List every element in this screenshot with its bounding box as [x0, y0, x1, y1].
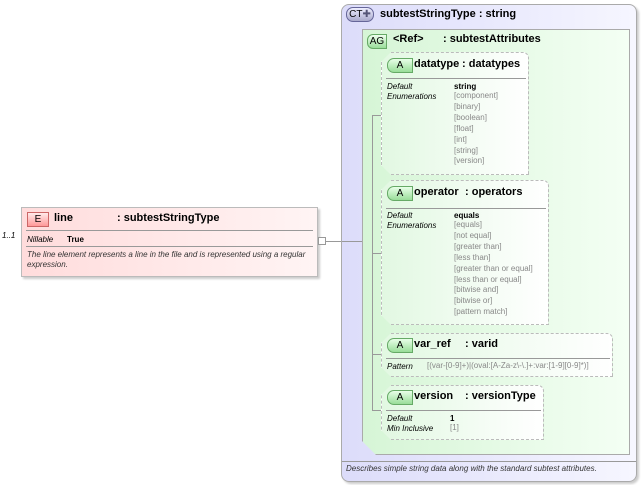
element-badge: E — [27, 212, 49, 227]
enum-value: [pattern match] — [454, 307, 508, 317]
enum-value: [greater than] — [454, 241, 502, 251]
enum-value: [less than] — [454, 252, 491, 262]
default-label: Default — [387, 82, 413, 91]
enum-value: [not equal] — [454, 230, 492, 240]
enumerations-label: Enumerations — [387, 92, 437, 101]
attribute-operator[interactable]: A operator : operators Default equals En… — [381, 180, 549, 325]
ct-name: subtestStringType — [380, 8, 476, 20]
attribute-name: version — [414, 390, 454, 402]
nillable-label: Nillable — [27, 235, 54, 244]
enum-value: [boolean] — [454, 112, 487, 122]
default-value: equals — [454, 211, 480, 220]
attribute-badge: A — [387, 58, 413, 73]
default-label: Default — [387, 211, 413, 220]
element-line[interactable]: E line : subtestStringType Nillable True… — [21, 207, 318, 277]
pattern-value: [(var-[0-9]+)|(oval:[A-Za-z\-\.]+:var:[1… — [427, 361, 589, 370]
connector — [372, 253, 381, 254]
default-value: 1 — [450, 414, 455, 423]
divider — [386, 358, 610, 359]
attribute-badge: A — [387, 338, 413, 353]
attribute-var-ref[interactable]: A var_ref : varid Pattern [(var-[0-9]+)|… — [381, 333, 613, 377]
attribute-badge: A — [387, 390, 413, 405]
enum-value: [bitwise and] — [454, 285, 499, 295]
element-name: line — [54, 212, 73, 224]
plus-icon: ✚ — [362, 9, 371, 20]
divider — [26, 246, 313, 247]
collapse-toggle[interactable] — [318, 237, 326, 245]
enum-value: [equals] — [454, 220, 483, 229]
attribute-type: : varid — [465, 338, 499, 350]
attribute-name: var_ref — [414, 338, 451, 350]
attribute-group-badge: AG — [367, 34, 387, 49]
pattern-label: Pattern — [387, 362, 413, 371]
ct-label: CT — [349, 9, 363, 20]
enum-value: [binary] — [454, 101, 481, 111]
attribute-group-type: : subtestAttributes — [443, 33, 541, 45]
enumerations-list: [equals] [not equal] [greater than] [les… — [454, 220, 533, 318]
complex-type-badge: CT✚ — [346, 7, 374, 22]
connector — [372, 115, 373, 411]
attribute-type: : datatypes — [462, 58, 521, 70]
attribute-group-ref: <Ref> — [393, 33, 424, 45]
cardinality: 1..1 — [2, 231, 16, 240]
enumerations-list: [component] [binary] [boolean] [float] [… — [454, 91, 498, 167]
enum-value: [int] — [454, 134, 467, 144]
connector — [372, 115, 381, 116]
complex-type-name: subtestStringType : string — [380, 8, 516, 20]
attribute-name: operator — [414, 186, 459, 198]
attribute-type: : operators — [465, 186, 523, 198]
enum-value: [less than or equal] — [454, 274, 522, 284]
divider — [386, 208, 546, 209]
ct-type: : string — [478, 8, 517, 20]
connector — [372, 354, 381, 355]
divider — [26, 230, 313, 231]
attribute-type: : versionType — [465, 390, 536, 402]
nillable-value: True — [67, 235, 84, 244]
enumerations-label: Enumerations — [387, 221, 437, 230]
min-inclusive-label: Min Inclusive — [387, 424, 434, 433]
enum-value: [version] — [454, 156, 485, 166]
divider — [386, 78, 526, 79]
divider — [386, 410, 541, 411]
element-type: : subtestStringType — [117, 212, 220, 224]
default-label: Default — [387, 414, 413, 423]
default-value: string — [454, 82, 477, 91]
connector — [372, 410, 381, 411]
attribute-version[interactable]: A version : versionType Default 1 Min In… — [381, 385, 544, 440]
enum-value: [component] — [454, 91, 499, 100]
complex-type-description: Describes simple string data along with … — [346, 464, 597, 473]
enum-value: [string] — [454, 145, 479, 155]
attribute-datatype[interactable]: A datatype : datatypes Default string En… — [381, 52, 529, 175]
min-inclusive-value: [1] — [450, 423, 459, 432]
attribute-badge: A — [387, 186, 413, 201]
divider — [342, 461, 636, 462]
connector — [342, 241, 362, 242]
attribute-name: datatype — [414, 58, 460, 70]
enum-value: [float] — [454, 123, 474, 133]
enum-value: [greater than or equal] — [454, 263, 533, 273]
connector — [326, 241, 342, 242]
element-description: The line element represents a line in th… — [27, 250, 306, 269]
enum-value: [bitwise or] — [454, 296, 493, 306]
